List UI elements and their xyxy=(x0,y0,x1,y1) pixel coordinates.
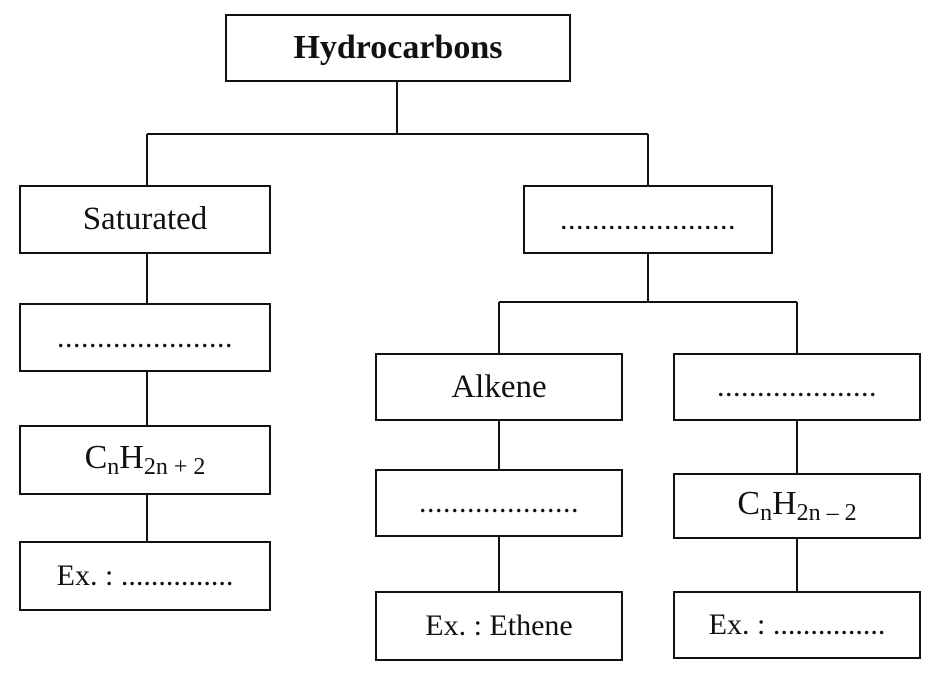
saturated-formula-box: CnH2n + 2 xyxy=(19,425,271,495)
alkene-blank-box: .................... xyxy=(375,469,623,537)
third-formula-box: CnH2n – 2 xyxy=(673,473,921,539)
unsaturated-blank: ...................... xyxy=(560,202,736,236)
third-example: Ex. : ............... xyxy=(708,608,886,641)
unsaturated-box: ...................... xyxy=(523,185,773,254)
root-label: Hydrocarbons xyxy=(293,29,503,66)
third-class-box: .................... xyxy=(673,353,921,421)
saturated-example: Ex. : ............... xyxy=(56,559,234,592)
saturated-formula: CnH2n + 2 xyxy=(84,439,206,480)
root-box: Hydrocarbons xyxy=(225,14,571,82)
third-example-box: Ex. : ............... xyxy=(673,591,921,659)
alkene-example-box: Ex. : Ethene xyxy=(375,591,623,661)
saturated-example-box: Ex. : ............... xyxy=(19,541,271,611)
saturated-blank-box: ...................... xyxy=(19,303,271,372)
saturated-label: Saturated xyxy=(82,201,208,237)
alkene-blank: .................... xyxy=(419,486,579,519)
alkene-label: Alkene xyxy=(451,368,547,405)
alkene-box: Alkene xyxy=(375,353,623,421)
alkene-example: Ex. : Ethene xyxy=(425,609,573,642)
saturated-box: Saturated xyxy=(19,185,271,254)
third-formula: CnH2n – 2 xyxy=(737,485,857,526)
third-class-blank: .................... xyxy=(717,370,877,403)
saturated-blank: ...................... xyxy=(57,320,233,354)
